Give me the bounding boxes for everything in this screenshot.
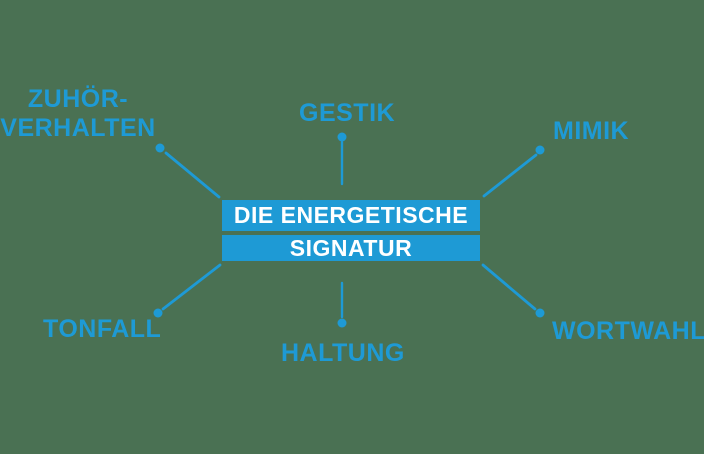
connector-line-zuhoer-verhalten xyxy=(164,151,221,199)
node-label-zuhoer-verhalten: ZUHÖR- VERHALTEN xyxy=(0,85,160,143)
node-label-tonfall: TONFALL xyxy=(43,315,162,343)
connector-line-wortwahl xyxy=(481,263,537,311)
node-label-haltung: HALTUNG xyxy=(281,339,405,367)
connector-dot-tonfall xyxy=(153,308,163,318)
connector-line-mimik xyxy=(482,153,538,198)
node-label-gestik: GESTIK xyxy=(299,99,396,127)
node-label-zuhoer-verhalten-line1: ZUHÖR- xyxy=(27,85,129,113)
connector-dot-mimik xyxy=(535,145,545,155)
center-title-line-1: DIE ENERGETISCHE xyxy=(222,200,480,231)
connector-dot-zuhoer-verhalten xyxy=(155,143,165,153)
node-label-mimik: MIMIK xyxy=(553,117,630,145)
center-title-line-2: SIGNATUR xyxy=(222,235,480,261)
connector-line-tonfall xyxy=(161,263,222,311)
connector-dot-gestik xyxy=(337,132,347,142)
node-label-zuhoer-verhalten-line2: VERHALTEN xyxy=(0,114,156,142)
center-title-box: DIE ENERGETISCHE SIGNATUR xyxy=(222,200,480,261)
connector-dot-haltung xyxy=(337,318,347,328)
node-label-wortwahl: WORTWAHL xyxy=(552,317,704,345)
connector-dot-wortwahl xyxy=(535,308,545,318)
